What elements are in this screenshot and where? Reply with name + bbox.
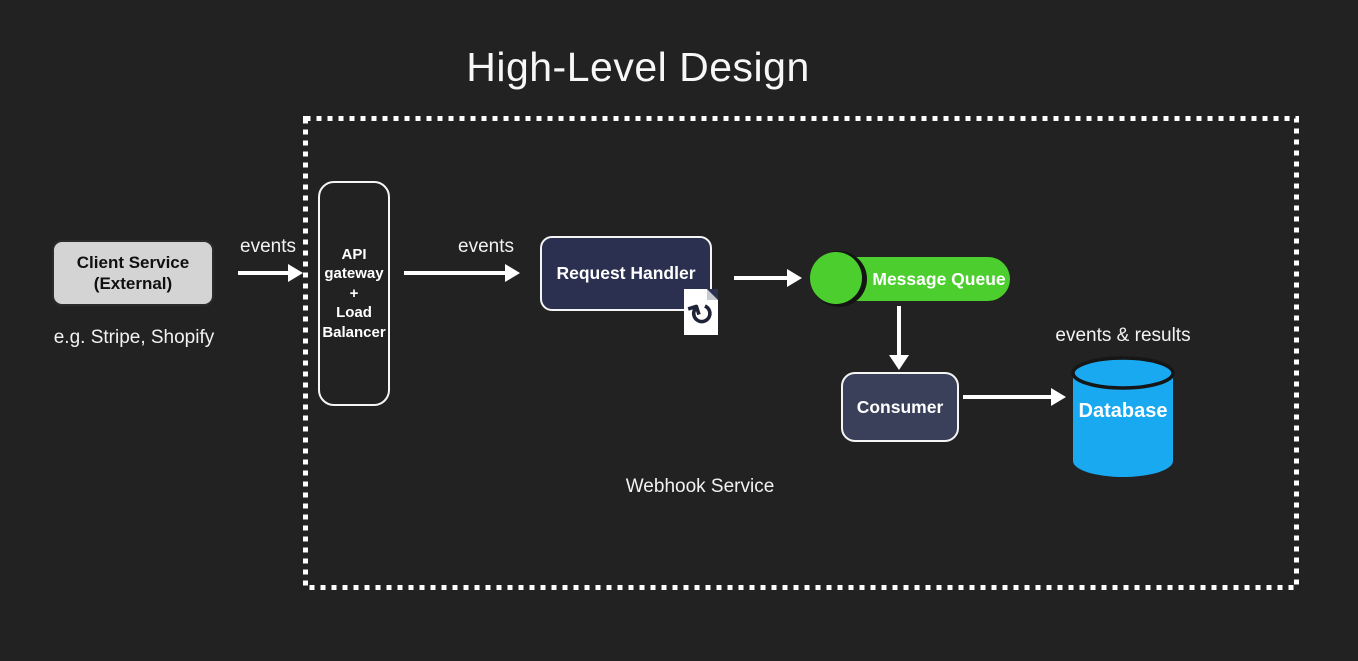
message-queue-label: Message Queue [872,268,1006,289]
api-gateway-line: Load [336,304,372,322]
arrow-stem [404,271,505,275]
events-label-gateway-to-handler: events [458,236,514,257]
arrow-head-icon [288,264,303,282]
queue-endcap [810,252,862,304]
arrow-stem [897,306,901,355]
page-fold-icon [707,289,718,300]
arrow-handler-to-queue [734,269,802,287]
client-service-caption: e.g. Stripe, Shopify [53,327,215,348]
webhook-service-dotted-border [303,116,1299,590]
arrow-head-icon [787,269,802,287]
client-service-label-line1: Client Service [76,253,190,272]
api-gateway-line: API [341,245,367,263]
arrow-stem [734,276,787,280]
message-queue-cylinder-icon: Message Queue [810,250,1010,308]
database-label: Database [1078,400,1168,422]
request-handler-label: Request Handler [556,263,696,283]
arrow-head-icon [889,355,909,370]
api-gateway-line: + [349,284,359,302]
events-and-results-label: events & results [1055,325,1191,346]
webhook-service-label: Webhook Service [625,476,775,497]
api-gateway-line: Balancer [322,323,386,341]
consumer-label: Consumer [856,396,944,417]
arrow-stem [963,395,1051,399]
api-gateway-load-balancer-box: API gateway + Load Balancer [318,181,390,406]
arrow-consumer-to-database [963,388,1066,406]
arrow-queue-to-consumer [889,306,909,370]
arrow-gateway-to-handler [404,264,520,282]
page-title: High-Level Design [466,44,810,90]
arrow-head-icon [505,264,520,282]
client-service-label-line2: (External) [93,274,173,293]
request-handler-box: Request Handler [540,236,712,311]
arrow-client-to-gateway [238,264,303,282]
consumer-box: Consumer [841,372,959,442]
arrow-stem [238,271,288,275]
refresh-arrow-glyph: ↻ [683,293,720,335]
arrow-head-icon [1051,388,1066,406]
api-gateway-line: gateway [324,265,384,283]
database-cylinder-icon [1071,356,1175,477]
client-service-box: Client Service (External) [52,240,214,306]
events-label-client-to-gateway: events [240,236,296,257]
